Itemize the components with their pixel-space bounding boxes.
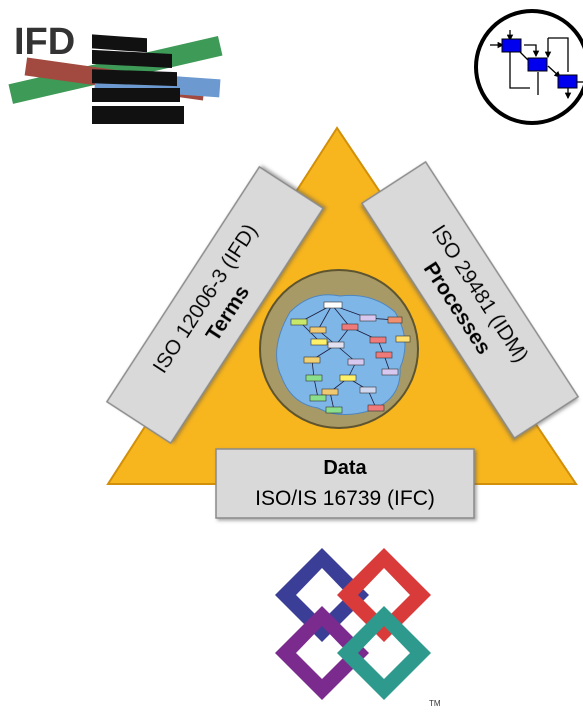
ifd-logo-black-bar-5 — [92, 106, 184, 124]
network-node — [290, 318, 308, 326]
network-node — [341, 323, 359, 331]
data-panel: Data ISO/IS 16739 (IFC) — [215, 448, 475, 519]
ifd-logo: IFD — [8, 21, 223, 124]
network-disc — [259, 269, 419, 429]
network-node — [359, 386, 377, 394]
ifd-logo-text: IFD — [14, 21, 75, 63]
network-node — [387, 316, 403, 324]
network-node — [310, 338, 328, 346]
terms-panel-box — [105, 165, 325, 445]
network-node — [323, 301, 343, 309]
processes-panel-box — [360, 160, 580, 440]
data-standard-label: ISO/IS 16739 (IFC) — [255, 487, 435, 510]
network-node — [325, 406, 343, 414]
idm-box-2 — [527, 57, 548, 72]
network-node — [375, 351, 393, 359]
network-node — [367, 404, 385, 412]
network-node — [395, 335, 411, 343]
idm-process-icon — [474, 9, 583, 125]
network-node — [347, 358, 365, 366]
network-blob — [276, 294, 406, 415]
network-node — [321, 388, 339, 396]
network-node — [359, 314, 377, 322]
network-node — [305, 374, 323, 382]
bsi-logo-purple-diamond — [275, 606, 369, 700]
data-topic-label: Data — [323, 457, 367, 479]
network-node — [369, 336, 387, 344]
network-node — [309, 394, 327, 402]
ifd-logo-green-band — [8, 35, 223, 104]
ifd-logo-black-bar-2 — [92, 49, 172, 69]
network-node — [339, 374, 357, 382]
bsi-logo-teal-diamond — [337, 606, 431, 700]
data-panel-box — [215, 448, 475, 519]
network-node — [327, 341, 345, 349]
bsi-logo: TM — [275, 548, 441, 708]
network-node — [303, 356, 321, 364]
network-node — [309, 326, 327, 334]
ifd-logo-black-bar-4 — [92, 88, 180, 102]
network-node — [381, 368, 399, 376]
idm-box-1 — [501, 38, 522, 53]
bsi-logo-blue-diamond — [275, 548, 369, 642]
bsi-logo-red-diamond — [337, 548, 431, 642]
bsi-trademark: TM — [429, 699, 441, 708]
ifd-logo-black-bar-1 — [92, 34, 147, 53]
idm-box-3 — [557, 74, 578, 89]
ifd-logo-black-bar-3 — [92, 69, 177, 87]
